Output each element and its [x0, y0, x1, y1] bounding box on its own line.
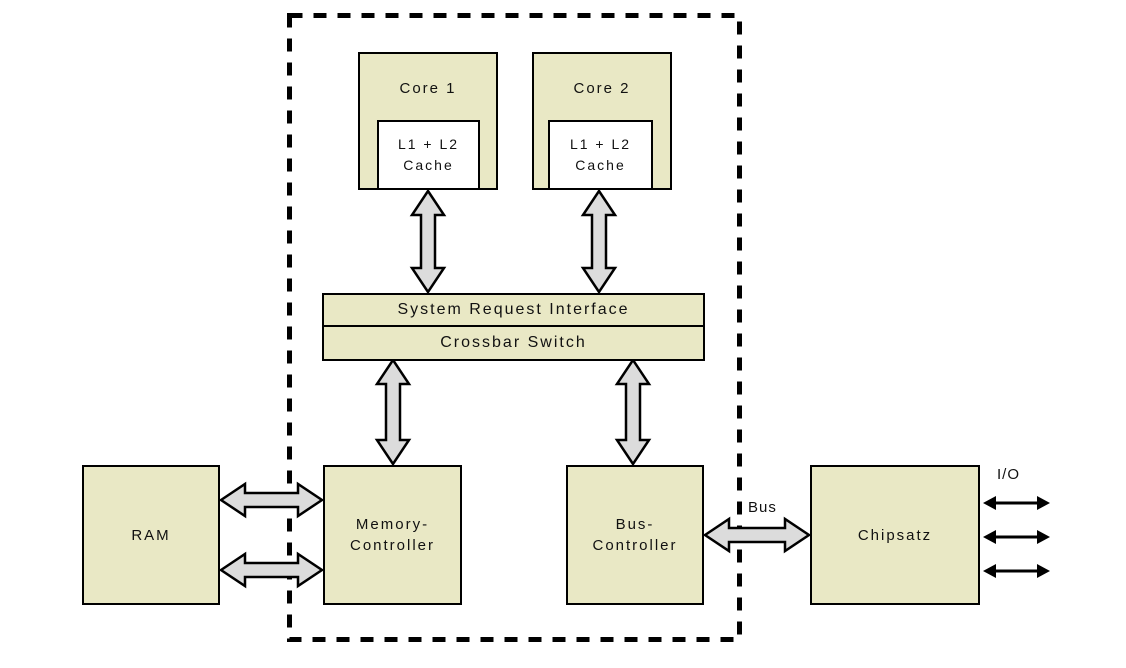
cache1-label-line2: Cache [403, 157, 454, 173]
arrow-crossbar-buscontroller [614, 357, 652, 467]
arrow-buscontroller-chipset [702, 516, 812, 554]
core2-label: Core 2 [573, 80, 631, 97]
cache1-block: L1 + L2 Cache [377, 120, 480, 190]
io-arrowhead-left-1 [983, 496, 996, 510]
crossbar-switch-block: Crossbar Switch [322, 325, 705, 361]
arrow-cache2-sri [580, 188, 618, 295]
io-arrowhead-left-3 [983, 564, 996, 578]
io-label: I/O [997, 466, 1021, 483]
io-arrowhead-right-2 [1037, 530, 1050, 544]
bus-controller-block: Bus- Controller [566, 465, 704, 605]
core1-label: Core 1 [399, 80, 457, 97]
chipset-block: Chipsatz [810, 465, 980, 605]
cache1-label-line1: L1 + L2 [397, 136, 460, 152]
cache2-label-line1: L1 + L2 [569, 136, 632, 152]
arrow-crossbar-memorycontroller [374, 357, 412, 467]
arrow-ram-memorycontroller-1 [218, 481, 325, 519]
io-arrowhead-right-3 [1037, 564, 1050, 578]
cache2-label-line2: Cache [575, 157, 626, 173]
system-request-interface-block: System Request Interface [322, 293, 705, 327]
bus-label: Bus [748, 499, 777, 516]
bidirectional-arrows-group [218, 188, 812, 589]
arrow-cache1-sri [409, 188, 447, 295]
ram-label: RAM [131, 526, 171, 544]
cpu-die-boundary [287, 13, 742, 642]
memory-controller-block: Memory- Controller [323, 465, 462, 605]
memory-controller-label-line1: Memory- [355, 516, 430, 533]
arrow-ram-memorycontroller-2 [218, 551, 325, 589]
crossbar-switch-label: Crossbar Switch [440, 334, 587, 351]
io-arrowhead-right-1 [1037, 496, 1050, 510]
memory-controller-label-line2: Controller [349, 537, 436, 554]
cache2-block: L1 + L2 Cache [548, 120, 653, 190]
bus-controller-label-line2: Controller [592, 537, 678, 554]
chipset-label: Chipsatz [857, 526, 933, 544]
ram-block: RAM [82, 465, 220, 605]
bus-controller-label-line1: Bus- [615, 516, 655, 533]
io-arrows-group [983, 496, 1050, 578]
system-request-interface-label: System Request Interface [397, 301, 630, 318]
io-arrowhead-left-2 [983, 530, 996, 544]
